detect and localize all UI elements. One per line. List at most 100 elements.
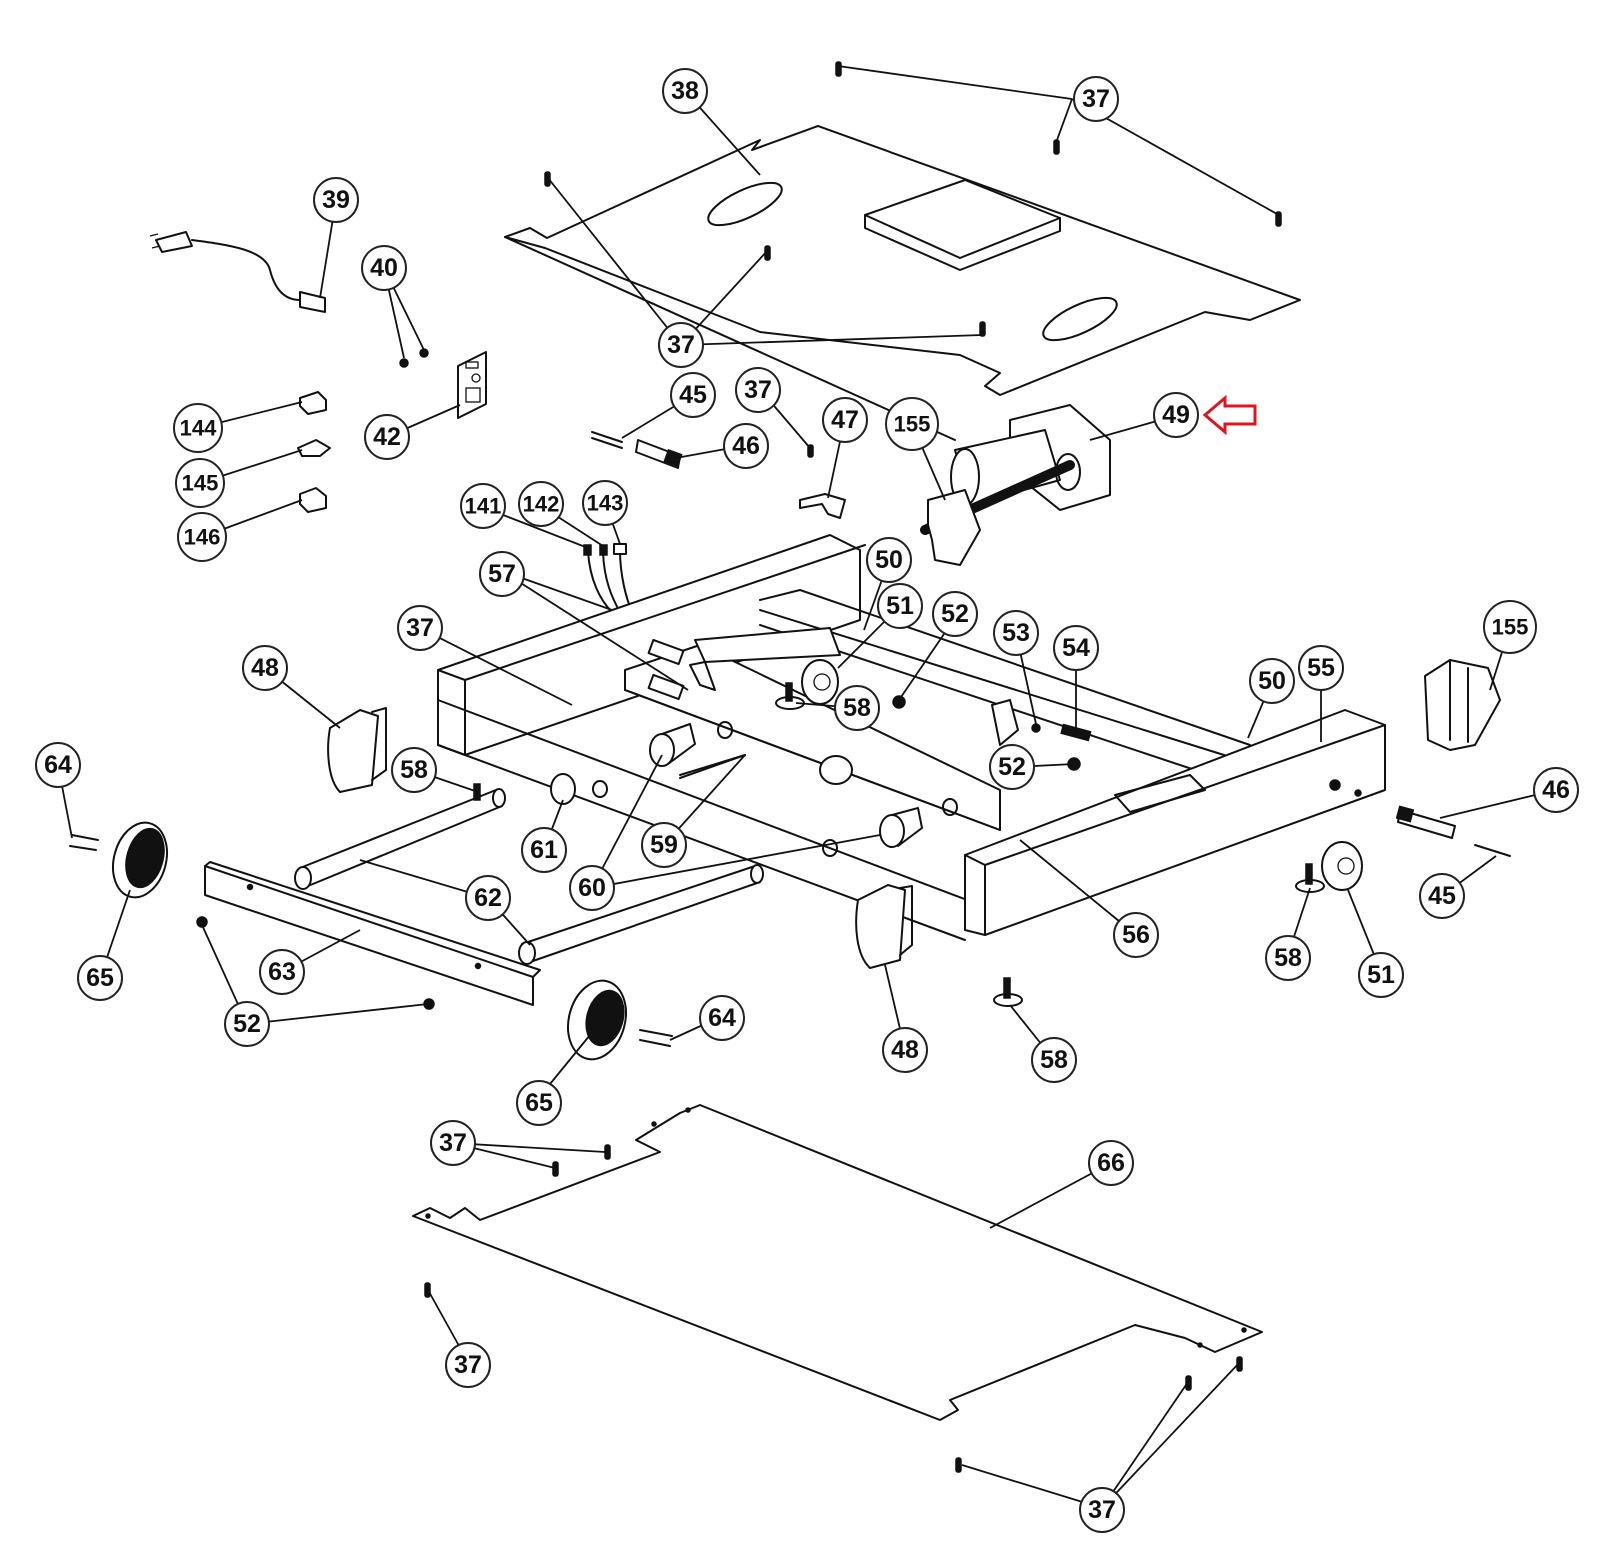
svg-text:62: 62: [474, 884, 502, 912]
svg-text:37: 37: [667, 331, 695, 359]
bracket-47: [799, 493, 846, 519]
svg-text:52: 52: [233, 1010, 261, 1038]
callout-55[interactable]: 55: [1298, 645, 1344, 691]
callout-51[interactable]: 51: [877, 583, 923, 629]
svg-text:37: 37: [744, 376, 772, 404]
callout-48[interactable]: 48: [882, 1027, 928, 1073]
callout-40[interactable]: 40: [361, 245, 407, 291]
callout-47[interactable]: 47: [822, 397, 868, 443]
svg-text:63: 63: [268, 958, 296, 986]
main-frame: [437, 534, 1386, 941]
svg-text:49: 49: [1162, 401, 1190, 429]
svg-text:51: 51: [1367, 961, 1395, 989]
svg-text:64: 64: [708, 1004, 736, 1032]
svg-text:155: 155: [894, 412, 931, 437]
svg-text:48: 48: [891, 1036, 919, 1064]
svg-text:146: 146: [184, 525, 221, 550]
callout-50[interactable]: 50: [1249, 658, 1295, 704]
svg-text:47: 47: [831, 406, 859, 434]
svg-text:58: 58: [1040, 1046, 1068, 1074]
callout-45[interactable]: 45: [670, 372, 716, 418]
svg-text:65: 65: [525, 1089, 553, 1117]
callout-58[interactable]: 58: [391, 747, 437, 793]
svg-text:37: 37: [1088, 1496, 1116, 1524]
callout-155[interactable]: 155: [885, 397, 939, 451]
callout-37[interactable]: 37: [735, 367, 781, 413]
svg-text:38: 38: [671, 77, 699, 105]
callout-37[interactable]: 37: [445, 1342, 491, 1388]
callout-52[interactable]: 52: [989, 744, 1035, 790]
svg-text:143: 143: [587, 491, 624, 516]
callout-66[interactable]: 66: [1088, 1140, 1134, 1186]
callout-58[interactable]: 58: [1031, 1037, 1077, 1083]
lift-motor: [920, 404, 1111, 566]
svg-text:37: 37: [1082, 85, 1110, 113]
svg-text:42: 42: [373, 423, 401, 451]
callout-59[interactable]: 59: [641, 822, 687, 868]
callout-37[interactable]: 37: [430, 1120, 476, 1166]
callout-144[interactable]: 144: [173, 403, 223, 453]
pin-and-bushing-right: [1395, 805, 1511, 857]
callout-49[interactable]: 49: [1153, 392, 1199, 438]
svg-text:48: 48: [251, 654, 279, 682]
callout-142[interactable]: 142: [518, 481, 564, 527]
callout-58[interactable]: 58: [1265, 935, 1311, 981]
callout-143[interactable]: 143: [582, 480, 628, 526]
svg-text:55: 55: [1307, 654, 1335, 682]
callout-39[interactable]: 39: [313, 177, 359, 223]
svg-text:58: 58: [1274, 944, 1302, 972]
callout-65[interactable]: 65: [516, 1080, 562, 1126]
end-cap-bottom: [855, 884, 913, 969]
callout-46[interactable]: 46: [1533, 767, 1579, 813]
svg-text:56: 56: [1122, 921, 1150, 949]
callout-37[interactable]: 37: [1079, 1487, 1125, 1533]
svg-text:66: 66: [1097, 1149, 1125, 1177]
svg-text:53: 53: [1002, 619, 1030, 647]
callout-65[interactable]: 65: [77, 955, 123, 1001]
callout-46[interactable]: 46: [723, 423, 769, 469]
callout-50[interactable]: 50: [866, 537, 912, 583]
highlight-arrow-icon: [1202, 394, 1257, 436]
callout-155[interactable]: 155: [1483, 600, 1537, 654]
svg-text:58: 58: [843, 694, 871, 722]
callout-45[interactable]: 45: [1419, 873, 1465, 919]
wheels: [69, 821, 673, 1061]
svg-text:58: 58: [400, 756, 428, 784]
callout-141[interactable]: 141: [460, 483, 506, 529]
motor-bracket-right: [1424, 659, 1501, 751]
callout-146[interactable]: 146: [177, 512, 227, 562]
top-cover-plate: [504, 125, 1301, 441]
svg-text:50: 50: [875, 546, 903, 574]
callout-42[interactable]: 42: [364, 414, 410, 460]
callout-38[interactable]: 38: [662, 68, 708, 114]
callout-58[interactable]: 58: [834, 685, 880, 731]
callout-37[interactable]: 37: [397, 605, 443, 651]
callout-56[interactable]: 56: [1113, 912, 1159, 958]
svg-text:145: 145: [182, 471, 219, 496]
callout-52[interactable]: 52: [224, 1001, 270, 1047]
switches: [297, 391, 331, 513]
callout-60[interactable]: 60: [569, 865, 615, 911]
callout-61[interactable]: 61: [521, 827, 567, 873]
svg-text:52: 52: [998, 753, 1026, 781]
svg-text:59: 59: [650, 831, 678, 859]
callout-63[interactable]: 63: [259, 949, 305, 995]
callout-48[interactable]: 48: [242, 645, 288, 691]
callout-51[interactable]: 51: [1358, 952, 1404, 998]
callout-64[interactable]: 64: [35, 742, 81, 788]
callout-145[interactable]: 145: [175, 458, 225, 508]
svg-text:37: 37: [439, 1129, 467, 1157]
svg-text:60: 60: [578, 874, 606, 902]
callout-54[interactable]: 54: [1053, 625, 1099, 671]
screw-37-group-top: [544, 61, 1282, 458]
callouts: 37 38 39 40 37 42 144 145 146 45 37 46 4…: [35, 68, 1579, 1533]
callout-64[interactable]: 64: [699, 995, 745, 1041]
tubes-and-crossbar: [204, 754, 764, 1006]
callout-37[interactable]: 37: [658, 322, 704, 368]
callout-37[interactable]: 37: [1073, 76, 1119, 122]
callout-57[interactable]: 57: [479, 551, 525, 597]
callout-53[interactable]: 53: [993, 610, 1039, 656]
svg-text:46: 46: [732, 432, 760, 460]
callout-62[interactable]: 62: [465, 875, 511, 921]
callout-52[interactable]: 52: [932, 591, 978, 637]
